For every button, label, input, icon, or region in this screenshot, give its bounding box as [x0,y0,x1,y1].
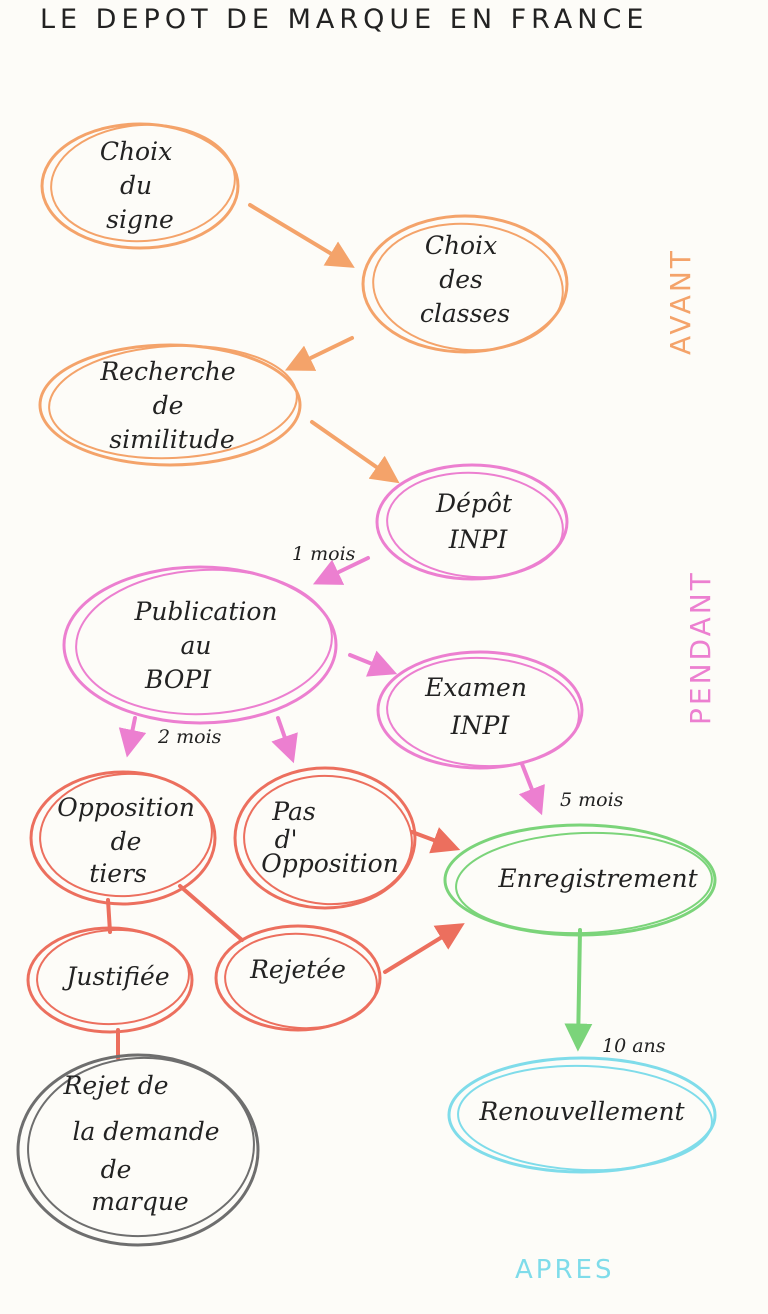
node-opposition-tiers [29,770,217,906]
edge-label-2-mois: 2 mois [157,726,222,748]
edge-examen-enregistrement [518,762,545,816]
node-depot [375,463,569,581]
phase-pendant: PENDANT [684,570,717,725]
phase-apres: APRES [515,1255,614,1285]
node-rejet-demande-label: Rejet de la demande de marque [63,1071,228,1216]
node-choix-classes-label: Choix des classes [420,231,510,328]
node-pas-opposition [233,766,417,910]
node-enregistrement-label: Enregistrement [497,864,698,893]
edge-enregistrement-renouvellement [564,928,593,1052]
edge-pas-opposition-enregistrement [410,827,461,854]
edge-publication-pas-opposition [271,716,298,764]
node-recherche [38,343,302,467]
diagram-title: LE DEPOT DE MARQUE EN FRANCE [40,4,648,35]
edge-depot-publication [312,556,370,585]
node-choix-signe [40,122,240,250]
edge-signe-classes [248,203,355,268]
edge-publication-opposition [118,716,147,758]
edge-label-10-ans: 10 ans [602,1035,666,1057]
edge-label-5-mois: 5 mois [560,789,624,811]
edge-label-1-mois: 1 mois [292,543,356,565]
node-rejetee [214,924,382,1032]
edge-opposition-rejetee [178,884,244,942]
edge-publication-examen [348,650,398,677]
node-justifiee [26,926,194,1034]
edge-classes-recherche [284,336,354,371]
node-choix-signe-label: Choix du signe [100,137,180,234]
node-publication [62,565,338,725]
node-opposition-tiers-label: Opposition de tiers [57,793,203,888]
node-renouvellement [447,1056,717,1174]
phase-avant: AVANT [664,248,697,355]
node-publication-label: Publication au BOPI [134,597,286,694]
node-justifiee-label: Justifiée [61,962,169,991]
node-rejet-demande [16,1053,260,1247]
edge-rejetee-enregistrement [383,923,465,974]
edge-recherche-depot [310,420,400,484]
node-enregistrement [443,823,717,937]
node-examen [376,650,584,770]
node-rejetee-label: Rejetée [249,955,346,984]
node-pas-opposition-label: Pas d' Opposition [261,797,399,878]
node-examen-label: Examen INPI [424,673,535,740]
node-depot-label: Dépôt INPI [435,489,520,554]
node-recherche-label: Recherche de similitude [99,357,243,454]
node-renouvellement-label: Renouvellement [478,1097,685,1126]
node-choix-classes [361,214,569,354]
